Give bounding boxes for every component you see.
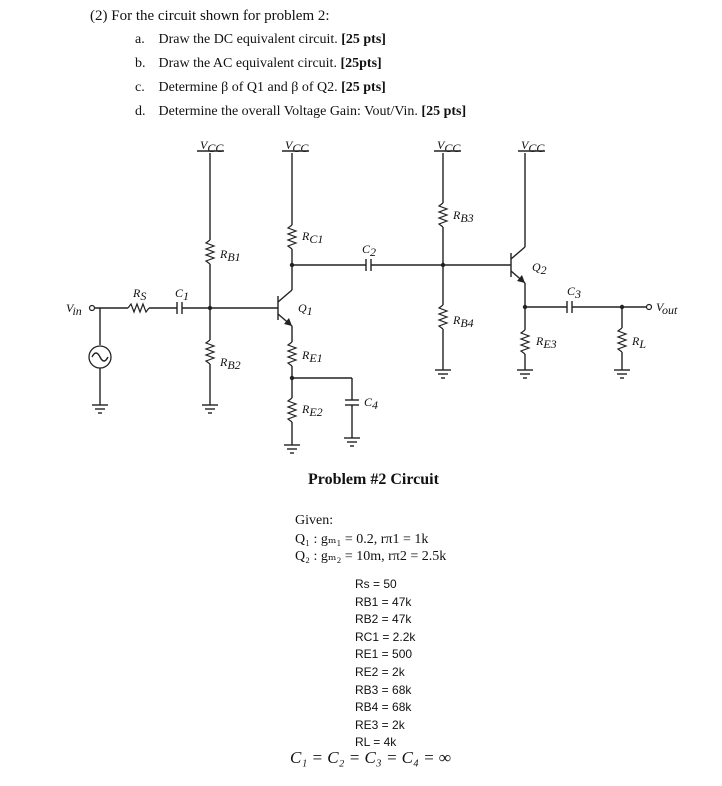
resistor-rs	[127, 302, 150, 314]
task-letter: d.	[135, 104, 146, 119]
given-heading: Given:	[295, 513, 334, 528]
task-points: [25 pts]	[421, 104, 467, 119]
c1-label: C1	[175, 286, 189, 303]
task-b: b. Draw the AC equivalent circuit. [25pt…	[135, 56, 382, 72]
value-rc1: RC1 = 2.2k	[355, 629, 416, 644]
vcc-label-3: VCC	[437, 138, 461, 155]
value-rb1: RB1 = 47k	[355, 594, 412, 609]
q1-label: Q1	[298, 301, 313, 318]
task-c: c. Determine β of Q1 and β of Q2. [25 pt…	[135, 80, 386, 96]
junction-dot	[289, 375, 295, 381]
re3-label: RE3	[535, 334, 557, 351]
vin-label: Vin	[66, 301, 82, 318]
q1-collector-lead	[277, 289, 293, 303]
task-text: Determine the overall Voltage Gain: Vout…	[158, 104, 418, 119]
vcc-label-2: VCC	[285, 138, 309, 155]
task-letter: c.	[135, 80, 145, 95]
value-re1: RE1 = 500	[355, 647, 413, 662]
value-rb3: RB3 = 68k	[355, 682, 412, 697]
vcc-label-1: VCC	[200, 138, 224, 155]
junction-dot	[619, 304, 625, 310]
resistor-re2	[286, 397, 298, 423]
value-rl: RL = 4k	[355, 735, 397, 750]
circuit-title: Problem #2 Circuit	[308, 471, 439, 488]
q2-emitter-arrow-icon	[517, 275, 525, 283]
given-q1-params: Q₁ : gₘ₁ = 0.2, rπ1 = 1k	[295, 532, 429, 547]
task-text: Draw the AC equivalent circuit.	[158, 56, 337, 71]
c3-label: C3	[567, 284, 581, 301]
c2-label: C2	[362, 242, 376, 259]
rs-label: RS	[132, 286, 146, 303]
ground-icon	[201, 404, 219, 414]
task-d: d. Determine the overall Voltage Gain: V…	[135, 104, 466, 120]
vcc-label-4: VCC	[521, 138, 545, 155]
ground-icon	[343, 437, 361, 447]
value-rb4: RB4 = 68k	[355, 700, 412, 715]
resistor-rc1	[286, 224, 298, 250]
given-q2-params: Q₂ : gₘ₂ = 10m, rπ2 = 2.5k	[295, 549, 447, 564]
q1-emitter-arrow-icon	[284, 318, 292, 326]
resistor-rb1	[204, 239, 216, 265]
task-a: a. Draw the DC equivalent circuit. [25 p…	[135, 32, 386, 48]
ground-icon	[434, 369, 452, 379]
ground-icon	[91, 404, 109, 414]
vin-terminal	[88, 304, 96, 312]
rl-label: RL	[631, 334, 646, 351]
resistor-rl	[616, 327, 628, 353]
task-text: Determine β of Q1 and β of Q2.	[158, 80, 338, 95]
value-rb2: RB2 = 47k	[355, 612, 412, 627]
value-re3: RE3 = 2k	[355, 717, 405, 732]
task-points: [25 pts]	[341, 32, 386, 47]
task-points: [25 pts]	[341, 80, 386, 95]
rb2-label: RB2	[219, 355, 241, 372]
re2-label: RE2	[301, 402, 323, 419]
task-text: Draw the DC equivalent circuit.	[158, 32, 338, 47]
resistor-rb2	[204, 339, 216, 365]
rc1-label: RC1	[301, 229, 323, 246]
task-letter: b.	[135, 56, 146, 71]
ground-icon	[613, 369, 631, 379]
task-letter: a.	[135, 32, 145, 47]
junction-dot	[207, 305, 213, 311]
value-re2: RE2 = 2k	[355, 664, 405, 679]
component-values-list: Rs = 50 RB1 = 47k RB2 = 47k RC1 = 2.2k R…	[355, 576, 415, 752]
problem-header: (2) For the circuit shown for problem 2:	[90, 8, 330, 24]
resistor-re3	[519, 329, 531, 355]
task-points: [25pts]	[340, 56, 382, 71]
q2-collector-lead	[510, 246, 526, 260]
ground-icon	[516, 369, 534, 379]
vout-terminal	[645, 303, 653, 311]
resistor-rb3	[437, 202, 449, 228]
rb4-label: RB4	[452, 313, 474, 330]
ground-icon	[283, 444, 301, 454]
q2-label: Q2	[532, 260, 547, 277]
vout-label: Vout	[656, 300, 678, 317]
ac-wave-icon	[91, 352, 109, 362]
re1-label: RE1	[301, 348, 323, 365]
value-rs: Rs = 50	[355, 577, 397, 591]
rb3-label: RB3	[452, 208, 474, 225]
capacitor-equation: C₁ = C₂ = C₃ = C₄ = ∞	[290, 748, 452, 767]
junction-dot	[522, 304, 528, 310]
junction-dot	[289, 262, 295, 268]
resistor-rb4	[437, 304, 449, 330]
rb1-label: RB1	[219, 247, 241, 264]
resistor-re1	[286, 341, 298, 367]
junction-dot	[440, 262, 446, 268]
c4-label: C4	[364, 395, 378, 412]
